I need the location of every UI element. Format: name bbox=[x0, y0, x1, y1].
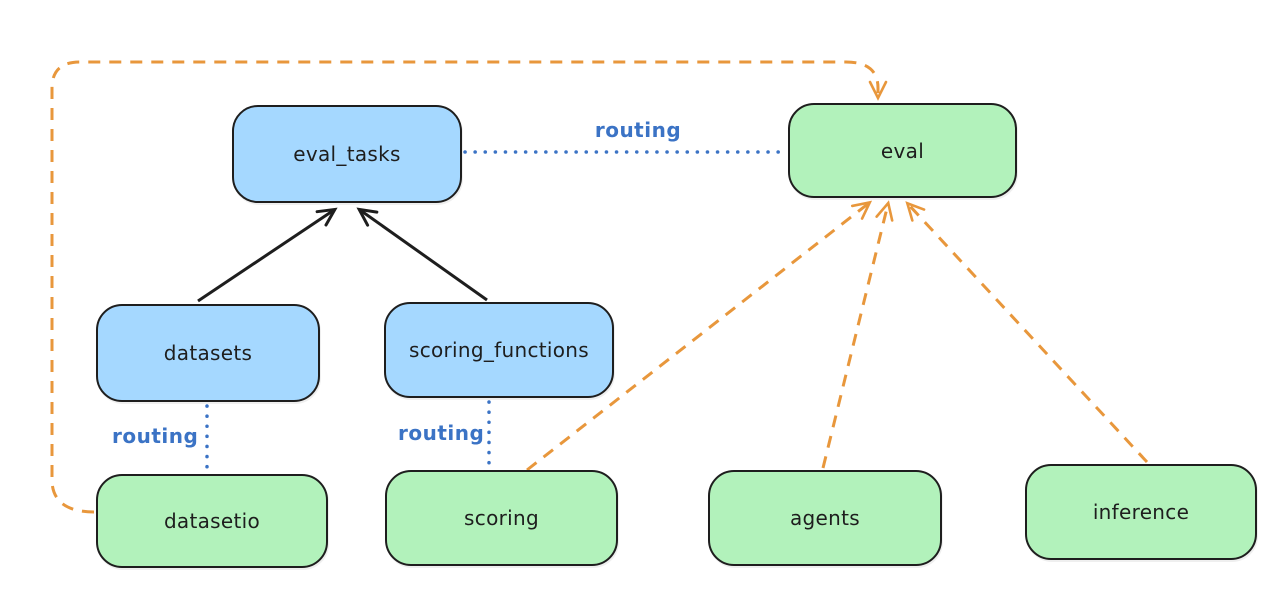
node-scoring-functions-label: scoring_functions bbox=[408, 338, 590, 362]
node-datasets: datasets bbox=[96, 304, 320, 402]
node-eval-tasks-label: eval_tasks bbox=[293, 142, 401, 166]
edge-inference-to-eval-middle bbox=[821, 200, 894, 469]
node-inference: inference bbox=[1025, 464, 1257, 560]
edge-inference-to-eval bbox=[905, 201, 1149, 464]
node-datasetio: datasetio bbox=[96, 474, 328, 568]
node-datasetio-label: datasetio bbox=[163, 509, 261, 533]
node-eval-label: eval bbox=[880, 138, 925, 163]
edge-label-routing-datasetio: routing bbox=[112, 424, 199, 448]
node-eval: eval bbox=[788, 103, 1017, 198]
node-scoring-functions: scoring_functions bbox=[384, 302, 614, 398]
node-scoring-label: scoring bbox=[464, 506, 539, 530]
node-inference-label: inference bbox=[1092, 500, 1190, 524]
node-datasets-label: datasets bbox=[163, 341, 253, 365]
node-eval-tasks: eval_tasks bbox=[232, 105, 462, 203]
edge-datasets-to-eval-tasks bbox=[197, 210, 334, 303]
node-agents: agents bbox=[708, 470, 942, 566]
edge-scoring-functions-to-eval-tasks bbox=[360, 210, 488, 302]
node-scoring: scoring bbox=[385, 470, 618, 566]
edge-datasetio-to-eval bbox=[50, 60, 888, 514]
edge-label-routing-scoring: routing bbox=[398, 421, 485, 445]
edge-label-routing-top: routing bbox=[594, 118, 682, 142]
edge-scoring-to-eval bbox=[526, 200, 873, 472]
node-agents-label: agents bbox=[790, 506, 860, 530]
